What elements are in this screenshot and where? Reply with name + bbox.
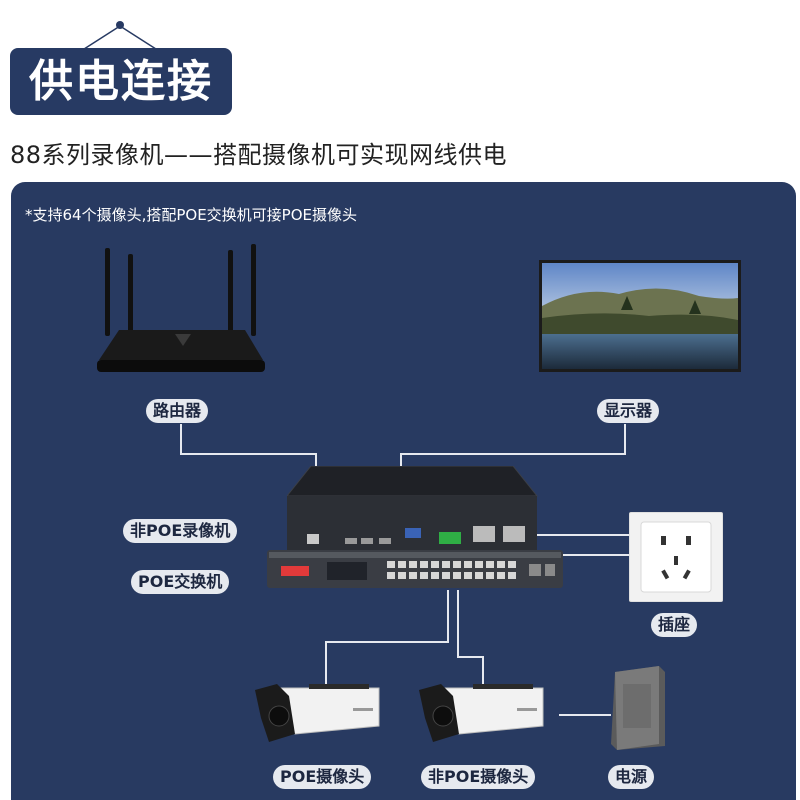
monitor-icon [539, 260, 741, 372]
wall-socket-icon [629, 512, 723, 602]
power-adapter-icon [611, 666, 665, 750]
title-badge [10, 48, 232, 115]
nvr-label: 非POE录像机 [123, 519, 238, 543]
non-poe-camera-label: 非POE摄像头 [421, 765, 536, 789]
power-supply-label: 电源 [608, 765, 655, 789]
page-title: 供电连接 [29, 56, 213, 107]
router-icon [97, 244, 265, 372]
socket-label: 插座 [651, 613, 698, 637]
non-poe-camera-icon [419, 684, 544, 742]
support-note: *支持64个摄像头,搭配POE交换机可接POE摄像头 [25, 206, 358, 224]
poe-switch-icon [267, 550, 563, 588]
router-label: 路由器 [146, 399, 209, 423]
poe-switch-label: POE交换机 [131, 570, 230, 594]
page-subtitle: 88系列录像机——搭配摄像机可实现网线供电 [10, 141, 508, 169]
nvr-icon [287, 466, 539, 556]
connection-diagram-panel: *支持64个摄像头,搭配POE交换机可接POE摄像头 路由器 [11, 182, 796, 800]
poe-camera-icon [255, 684, 380, 742]
poe-camera-label: POE摄像头 [273, 765, 372, 789]
monitor-label: 显示器 [597, 399, 660, 423]
